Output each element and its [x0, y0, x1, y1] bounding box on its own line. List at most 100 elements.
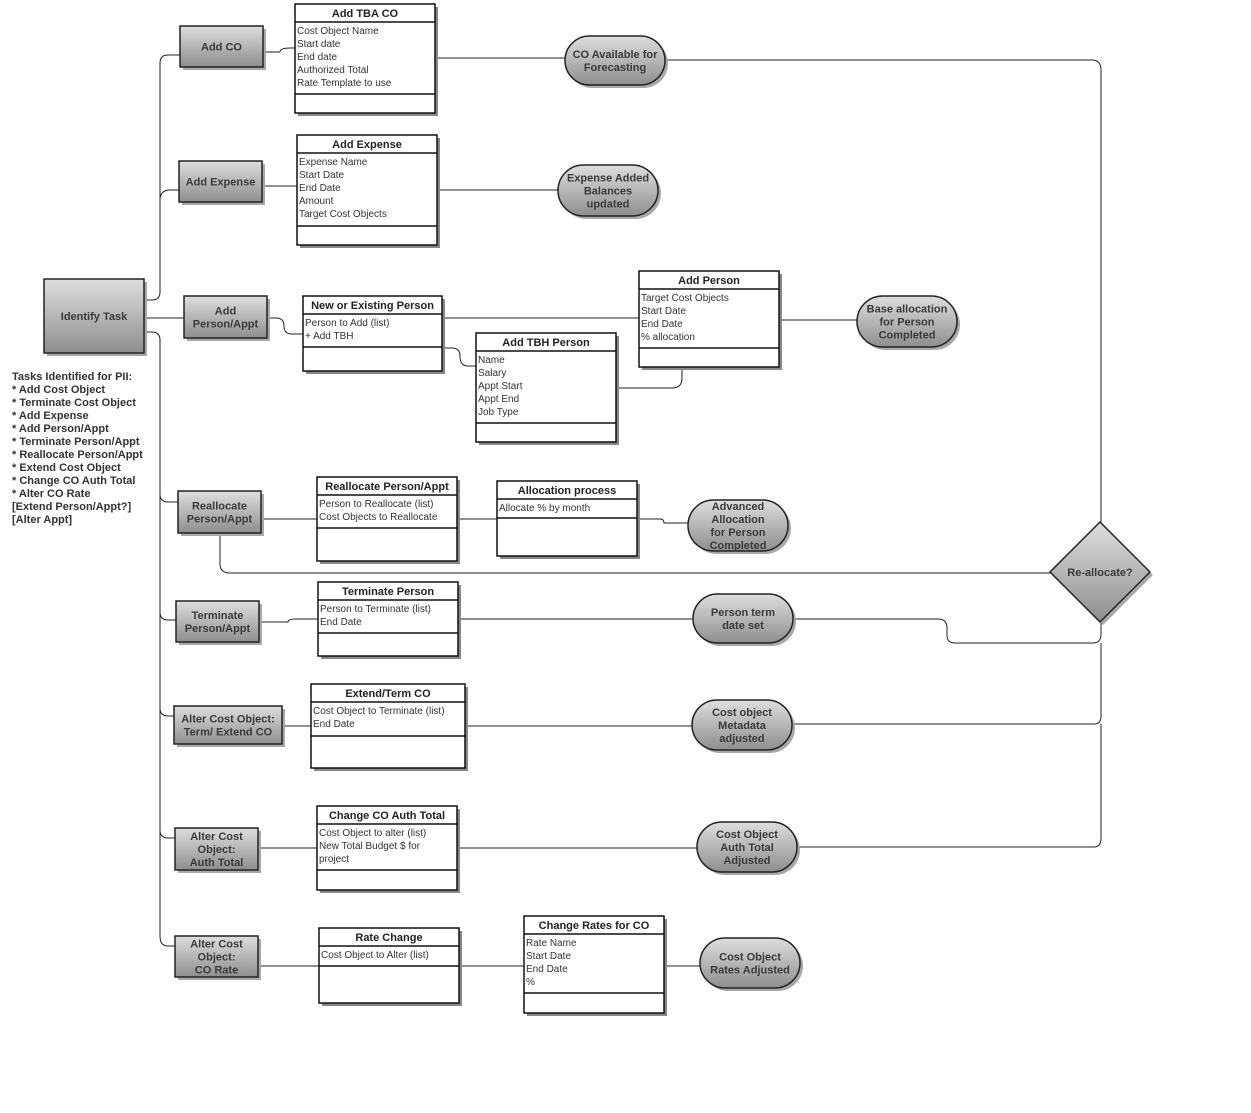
tasks-notes: Tasks Identified for PII:* Add Cost Obje…	[12, 371, 143, 526]
outcome-label: Metadata	[718, 720, 767, 732]
task-label: Alter Cost	[190, 939, 243, 951]
form-field: Rate Template to use	[297, 78, 392, 89]
task-label: Add CO	[201, 42, 242, 54]
task-alter-co-term-extend: Alter Cost Object:Term/ Extend CO	[173, 705, 285, 747]
connector-line	[442, 347, 476, 367]
outcome-label: Advanced	[712, 501, 765, 513]
form-field: Start Date	[641, 306, 686, 317]
form-field: Rate Name	[526, 938, 577, 949]
notes-line: * Extend Cost Object	[12, 462, 121, 474]
form-field: Cost Object to alter (list)	[319, 828, 426, 839]
form-field: Person to Terminate (list)	[320, 604, 431, 615]
outcome-label: Forecasting	[584, 62, 646, 74]
form-title: Reallocate Person/Appt	[325, 481, 449, 493]
form-title: Rate Change	[355, 932, 422, 944]
notes-line: * Alter CO Rate	[12, 488, 90, 500]
form-field: Appt End	[478, 394, 519, 405]
form-field: Allocate % by month	[499, 503, 590, 514]
outcome-label: date set	[722, 620, 764, 632]
connector-line	[637, 518, 688, 524]
connector-line	[665, 59, 1102, 523]
outcome-label: for Person	[879, 317, 934, 329]
task-body	[174, 935, 259, 978]
task-label: Terminate	[192, 610, 244, 622]
outcome-label: Allocation	[711, 514, 764, 526]
form-title: New or Existing Person	[311, 300, 434, 312]
connector-line	[159, 493, 178, 503]
form-field: Appt Start	[478, 381, 523, 392]
connector-line	[159, 707, 174, 717]
form-title: Change CO Auth Total	[329, 810, 445, 822]
task-label: Reallocate	[192, 501, 247, 513]
connector-line	[144, 331, 175, 947]
form-title: Allocation process	[518, 485, 616, 497]
task-add-co: Add CO	[179, 25, 266, 70]
task-body	[177, 490, 262, 534]
task-body	[175, 600, 260, 643]
decision-label: Re-allocate?	[1067, 567, 1133, 579]
connector-line	[263, 47, 295, 53]
notes-line: * Reallocate Person/Appt	[12, 449, 143, 461]
form-field: End Date	[320, 617, 362, 628]
nodes: Identify Task Tasks Identified for PII:*…	[12, 3, 1153, 1016]
decision-reallocate: Re-allocate?	[1048, 520, 1153, 625]
task-label: Alter Cost	[190, 831, 243, 843]
task-body	[179, 25, 264, 68]
form-field: Target Cost Objects	[299, 209, 387, 220]
outcome-label: CO Available for	[573, 49, 658, 61]
task-label: Person/Appt	[185, 623, 251, 635]
form-field: Start Date	[526, 951, 571, 962]
form-field: Cost Object Name	[297, 26, 379, 37]
outcome-label: for Person	[710, 527, 765, 539]
form-field: End Date	[313, 719, 355, 730]
form-field: Person to Reallocate (list)	[319, 499, 434, 510]
form-title: Terminate Person	[342, 586, 434, 598]
form-field: Job Type	[478, 407, 519, 418]
form-field: % allocation	[641, 332, 695, 343]
form-field: Cost Object to Alter (list)	[321, 950, 429, 961]
notes-line: [Extend Person/Appt?]	[12, 501, 132, 513]
notes-line: * Add Cost Object	[12, 384, 105, 396]
form-field: Salary	[478, 368, 506, 379]
form-field: Expense Name	[299, 157, 368, 168]
task-label: Auth Total	[190, 857, 244, 869]
form-field: Name	[478, 355, 505, 366]
outcome-label: Rates Adjusted	[710, 965, 790, 977]
form-field: Cost Objects to Reallocate	[319, 512, 438, 523]
connector-line	[259, 618, 318, 623]
connector-line	[792, 643, 1102, 725]
notes-line: * Terminate Cost Object	[12, 397, 136, 409]
form-field: Start date	[297, 39, 341, 50]
task-label: Add	[215, 306, 236, 318]
form-body	[317, 581, 459, 657]
connector-line	[159, 611, 176, 621]
outcome-label: adjusted	[719, 733, 764, 745]
task-body	[183, 295, 268, 339]
outcome-body	[699, 937, 801, 989]
decision-body	[1048, 520, 1152, 624]
task-label: Person/Appt	[193, 319, 259, 331]
connector-line	[144, 54, 180, 301]
outcome-label: Base allocation	[867, 304, 948, 316]
notes-line: * Add Person/Appt	[12, 423, 109, 435]
node-body	[43, 278, 145, 354]
outcome-label: Adjusted	[723, 855, 770, 867]
outcome-body	[687, 499, 789, 552]
task-label: Term/ Extend CO	[184, 727, 273, 739]
outcome-label: Auth Total	[720, 842, 774, 854]
notes-line: * Change CO Auth Total	[12, 475, 135, 487]
outcome-label: updated	[587, 199, 630, 211]
connector-line	[219, 533, 1051, 574]
outcome-label: Completed	[710, 540, 767, 552]
